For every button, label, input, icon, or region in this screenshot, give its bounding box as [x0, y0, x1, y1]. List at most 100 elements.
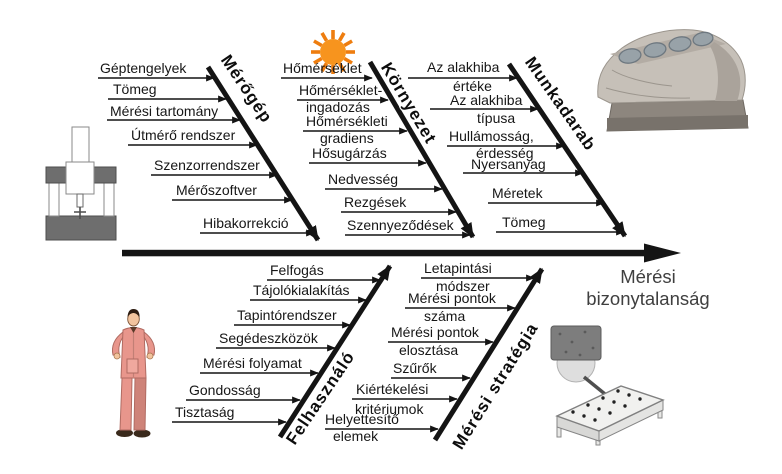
branch-kornyezet: HőmérsékletHőmérséklet-ingadozásHőmérsék… — [281, 58, 476, 239]
cause-label: Tapintórendszer — [237, 307, 337, 323]
cause-label: Méretek — [492, 185, 544, 201]
cause-label-line2: elosztása — [399, 342, 458, 358]
cause-label: Szennyeződések — [347, 217, 455, 233]
cmm-left-leg — [48, 181, 60, 217]
cause-label: Nyersanyag — [471, 156, 546, 172]
cmm-probe-shaft — [76, 193, 84, 208]
cause-label: Hibakorrekció — [203, 215, 289, 231]
spine-arrowhead — [644, 243, 681, 263]
probe-plate-illustration — [550, 325, 665, 446]
cmm-probe-cross — [74, 207, 86, 219]
cause-label: Az alakhiba — [450, 92, 523, 108]
sun-icon — [311, 30, 355, 74]
cause-label-line2: elemek — [333, 428, 379, 444]
cause-label-line2: típusa — [477, 110, 515, 126]
cause-label: Géptengelyek — [100, 60, 187, 76]
cause-label: Tisztaság — [175, 404, 234, 420]
operator-right-leg — [133, 377, 147, 431]
cause-label: Mérési folyamat — [203, 355, 302, 371]
plate-dot — [582, 414, 586, 418]
operator-illustration — [112, 309, 155, 438]
operator-pocket — [126, 358, 139, 374]
operator-left-shoe — [116, 429, 133, 437]
cause-label-line2: kritériumok — [355, 401, 424, 417]
cmm-base — [45, 215, 117, 241]
sun-ray — [337, 32, 346, 42]
cause-label: Segédeszközök — [219, 330, 319, 346]
plate-dot — [627, 393, 631, 397]
cause-label: Szűrők — [393, 360, 438, 376]
cause-label-line2: száma — [424, 308, 465, 324]
branch-line-felhasznalo — [277, 264, 393, 439]
sun-ray — [320, 32, 329, 42]
cause-label: Szenzorrendszer — [154, 157, 260, 173]
cause-label-line2: ingadozás — [306, 99, 370, 115]
engine-side — [710, 42, 741, 101]
plate-dot — [616, 389, 620, 393]
operator-hair — [127, 309, 140, 317]
cause-label: Útmérő rendszer — [131, 127, 236, 143]
cause-label: Kiértékelési — [356, 381, 428, 397]
plate-dot — [571, 410, 575, 414]
cause-label: Hőmérsékleti — [306, 113, 388, 129]
plate-top-face — [555, 385, 665, 432]
branch-line-munkadarab — [506, 62, 628, 238]
spine-line — [122, 249, 646, 257]
cause-label: Letapintási — [424, 260, 492, 276]
sun-ray — [337, 62, 346, 72]
cause-label: Tömeg — [113, 81, 157, 97]
cmm-right-leg — [103, 181, 115, 217]
cause-label: Tömeg — [502, 214, 546, 230]
cause-label: Helyettesítő — [325, 411, 399, 427]
cause-label: Felfogás — [270, 262, 324, 278]
cmm-carriage — [65, 161, 95, 195]
cause-label: Az alakhiba — [427, 59, 500, 75]
engine-cylinder-bores — [618, 31, 714, 64]
effect-spine — [122, 243, 681, 263]
cause-label: Hullámosság, — [449, 128, 534, 144]
cause-label: Hősugárzás — [312, 145, 387, 161]
engine-detail-lines — [605, 69, 691, 99]
branch-label-merogep: Mérőgép — [217, 51, 276, 126]
plate-dot — [612, 400, 616, 404]
cmm-machine-illustration — [45, 126, 117, 241]
plate-measure-points — [571, 389, 642, 422]
cause-label: Mérési tartomány — [110, 103, 218, 119]
probe-speckle — [558, 330, 595, 357]
sun-ray — [343, 39, 353, 48]
cause-label-line2: érdesség — [476, 145, 534, 161]
plate-dot — [608, 411, 612, 415]
engine-block-photo — [597, 29, 749, 132]
sun-ray — [313, 56, 323, 65]
cause-label: Mérési pontok — [391, 324, 480, 340]
sun-ray — [313, 39, 323, 48]
probe-head — [550, 325, 602, 361]
sun-ray — [343, 56, 353, 65]
sun-disc — [320, 39, 346, 65]
cause-label-line2: gradiens — [320, 130, 374, 146]
operator-right-shoe — [133, 429, 151, 438]
cause-label: Tájolókialakítás — [253, 282, 350, 298]
plate-dot — [638, 397, 642, 401]
cause-label: Mérőszoftver — [176, 182, 257, 198]
engine-stand-front — [607, 115, 748, 131]
operator-left-leg — [119, 377, 133, 431]
plate-dot — [586, 403, 590, 407]
branch-line-meresi-strategia — [432, 267, 545, 442]
cause-label-line2: módszer — [436, 278, 490, 294]
plate-dot — [593, 418, 597, 422]
plate-dot — [623, 404, 627, 408]
plate-dot — [601, 396, 605, 400]
cmm-quill — [71, 126, 90, 168]
cause-label: Hőmérséklet — [283, 60, 362, 76]
effect-label-line1: Mérési — [620, 266, 676, 287]
sun-ray — [320, 62, 329, 72]
operator-collar — [130, 327, 137, 333]
cause-label: Rezgések — [344, 194, 407, 210]
cause-label-line2: értéke — [453, 78, 492, 94]
